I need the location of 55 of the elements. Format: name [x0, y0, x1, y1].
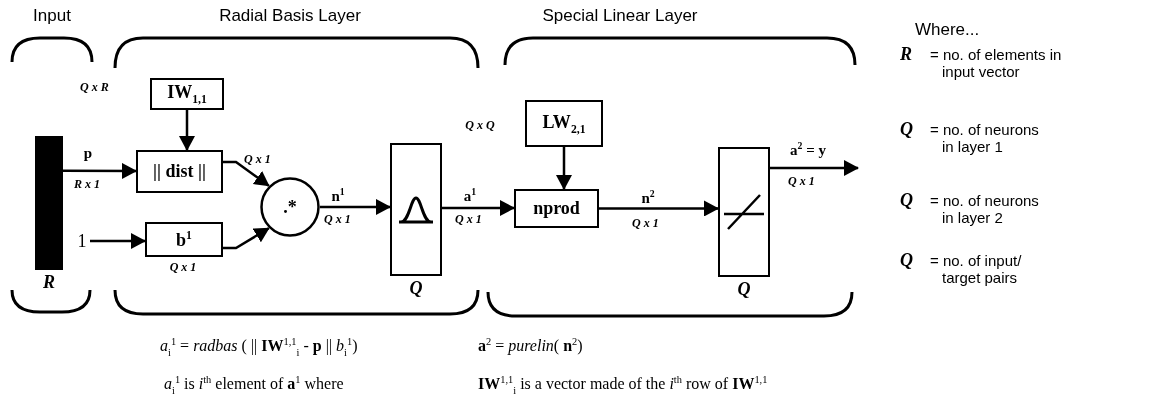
input-value: 1 [77, 230, 87, 252]
size-label: Q x R [80, 80, 109, 95]
block-label: nprod [533, 198, 580, 219]
symbol: Q [900, 119, 913, 140]
radial-basis-transfer-box [390, 143, 442, 276]
size-label: Q x 1 [632, 216, 659, 231]
arrow [63, 162, 137, 179]
formula: a$_{i}$$^{1}$ = radbas ( || IW$^{1,1}$$_{i}$ - p || b$_{i}$$^{1}$) [160, 336, 358, 358]
arrow [320, 199, 391, 215]
size-label: Q x 1 [244, 152, 271, 167]
arrow [770, 160, 859, 176]
formula: a$^{2}$ = purelin( n$^{2}$) [478, 336, 583, 356]
arrow [223, 160, 270, 187]
layer-heading: Special Linear Layer [542, 6, 698, 26]
size-label: R [43, 272, 55, 293]
size-label: Q x 1 [455, 212, 482, 227]
definition: = no. of neurons in layer 1 [930, 122, 1040, 155]
layer-weight-box [525, 100, 603, 147]
size-label: Q x Q [465, 118, 495, 133]
arrow [556, 147, 572, 190]
size-label: Q x 1 [788, 174, 815, 189]
definition: = no. of neurons in layer 2 [930, 193, 1040, 226]
input-vector-bar [35, 136, 63, 270]
symbol: Q [900, 250, 913, 271]
symbol: Q [900, 190, 913, 211]
symbol: R [900, 44, 912, 65]
size-label: Q [737, 279, 751, 300]
block-label: || dist || [153, 161, 206, 182]
note: IW$^{1,1}$$_{i}$ is a vector made of the i$^{th}$ row of IW$^{1,1}$ [478, 374, 768, 396]
legend-heading: Where... [915, 20, 980, 40]
edge-label: a$^{2}$ = y [789, 140, 827, 159]
block-label: IW$_{1,1}$ [167, 82, 207, 106]
block-label: b$^{1}$ [176, 228, 192, 251]
size-label: R x 1 [74, 177, 100, 192]
arrow [179, 110, 195, 151]
size-label: Q [409, 278, 423, 299]
product-circle [260, 177, 320, 237]
definition: = no. of elements in input vector [930, 47, 1063, 80]
block-label: .* [283, 196, 297, 218]
weight-box [150, 78, 224, 110]
layer-heading: Input [33, 6, 71, 26]
size-label: Q x 1 [169, 260, 197, 275]
arrow [90, 233, 146, 249]
bias-box [145, 222, 223, 257]
definition: = no. of input/ target pairs [930, 253, 1023, 286]
arrow [599, 200, 719, 217]
distance-box [136, 150, 223, 193]
normalized-product-box [514, 189, 599, 228]
size-label: Q x 1 [324, 212, 351, 227]
arrow [223, 227, 270, 250]
note: a$_{i}$$^{1}$ is i$^{th}$ element of a$^{1}$ where [164, 374, 344, 396]
layer-heading: Radial Basis Layer [219, 6, 361, 26]
linear-transfer-box [718, 147, 770, 277]
arrow [442, 200, 515, 216]
block-label: LW$_{2,1}$ [542, 111, 586, 136]
